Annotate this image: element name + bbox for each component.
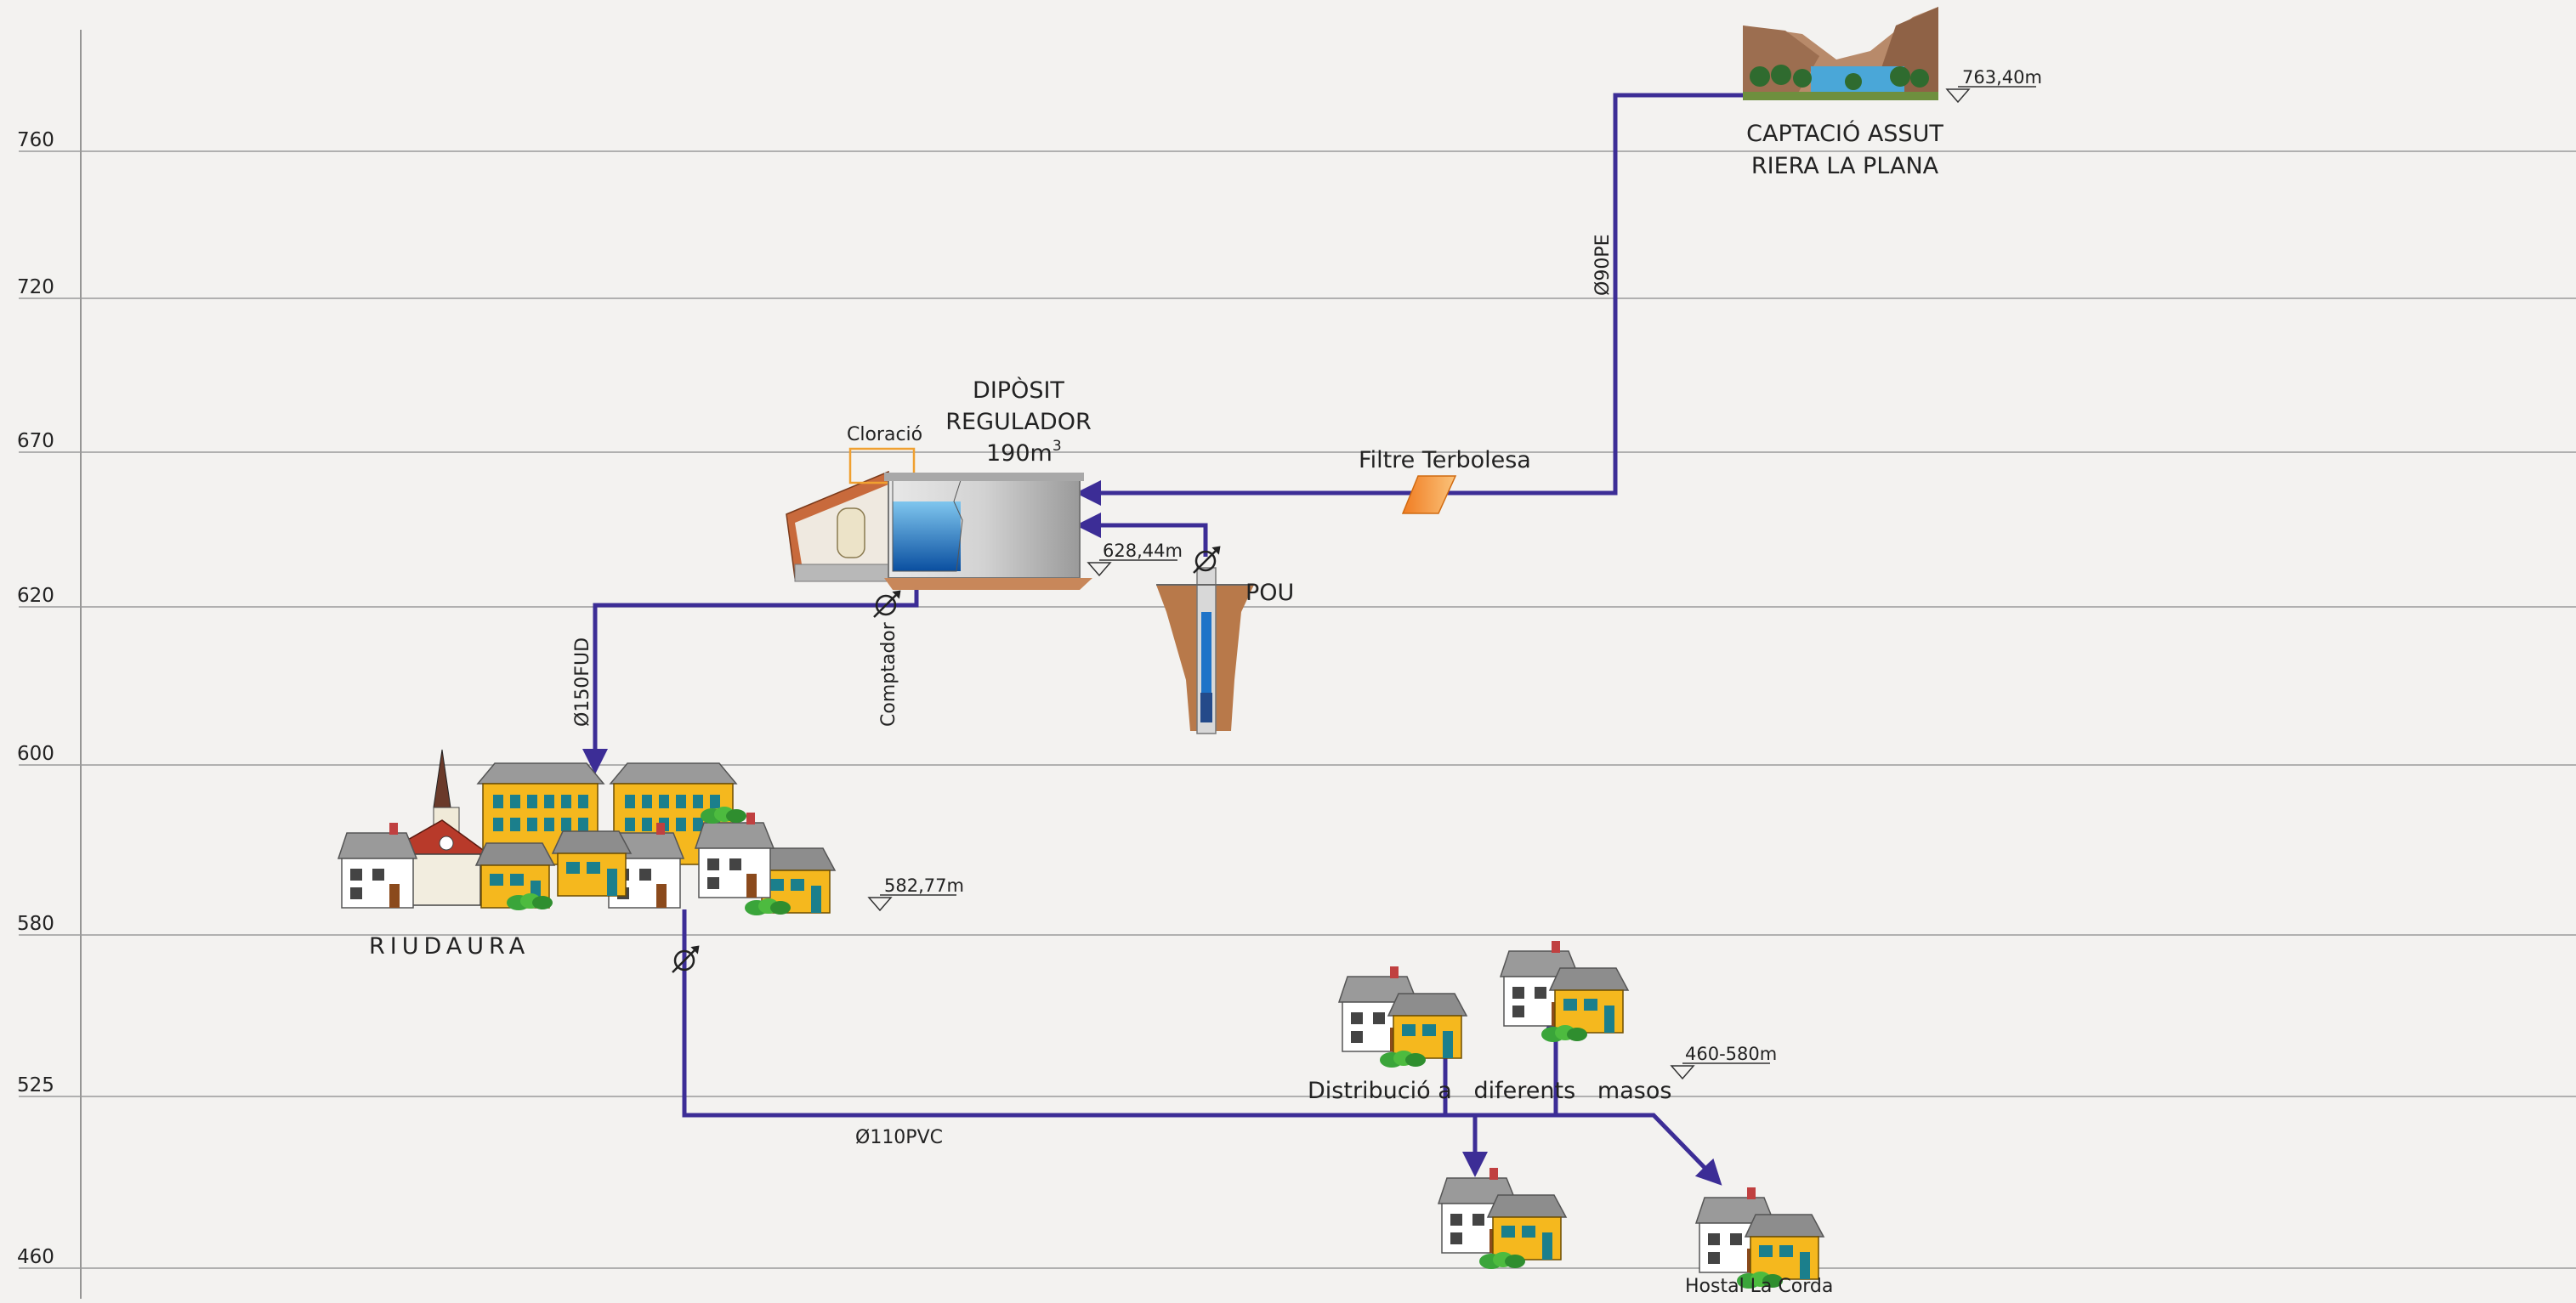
source-title-line1: CAPTACIÓ ASSUT [1746,120,1943,147]
tick-label: 720 [17,276,54,298]
pipe-distribution-main [682,909,1722,1186]
meter-symbol-town [672,945,700,973]
meter-label: Comptador [878,621,899,727]
well-label: POU [1245,580,1294,606]
tank-title-line1: DIPÒSIT [973,377,1064,404]
pipe-tank-to-town [582,578,919,774]
tank-capacity: 190m3 [986,438,1062,467]
filter-icon [1401,475,1457,514]
farm-group-1 [1339,966,1467,1068]
town-illustration [338,749,836,915]
source-elevation-marker: 763,40m [1945,67,2042,104]
chlorination-label: Cloració [847,424,922,445]
axis-tick-labels: 760 720 670 620 600 580 525 460 [17,129,54,1268]
source-illustration [1743,7,1938,100]
source-title-line2: RIERA LA PLANA [1751,153,1939,179]
pipe-well-to-tank [1075,513,1208,557]
town-elevation-marker: 582,77m [867,875,964,912]
distribution-elevation-marker: 460-580m [1670,1044,1777,1080]
town-elevation: 582,77m [884,875,964,896]
tank-capacity-sup: 3 [1053,438,1062,455]
tick-label: 460 [17,1246,54,1268]
distribution-label: Distribució a diferents masos [1308,1078,1671,1104]
tank-elevation-marker: 628,44m [1087,541,1183,577]
pipe-town-label: Ø150FUD [572,637,593,727]
tank-elevation: 628,44m [1103,541,1183,561]
tank-illustration [786,447,1092,590]
town-name: RIUDAURA [369,933,530,960]
well-illustration [1156,567,1254,734]
pipe-source-to-tank [1075,93,1777,506]
meter-symbol-tank [873,590,901,618]
chlorination-box [848,447,916,484]
farm-group-hostal [1696,1187,1824,1289]
tank-capacity-value: 190m [986,440,1053,467]
filter-label: Filtre Terbolesa [1359,447,1531,473]
meter-symbol-well [1193,546,1221,574]
tank-title-line2: REGULADOR [945,409,1091,435]
chlorine-tank-icon [837,507,865,558]
tick-label: 620 [17,585,54,607]
tick-label: 525 [17,1074,54,1096]
pipe-distribution-label: Ø110PVC [855,1127,943,1148]
pipe-source-label: Ø90PE [1592,235,1614,296]
distribution-elevation: 460-580m [1685,1044,1777,1064]
farm-group-3 [1438,1168,1566,1269]
grid-lines [19,150,2576,1269]
tick-label: 760 [17,129,54,151]
tick-label: 580 [17,913,54,935]
hostal-label: Hostal La Corda [1685,1276,1833,1297]
tick-label: 670 [17,430,54,452]
tick-label: 600 [17,743,54,765]
source-elevation: 763,40m [1962,67,2042,88]
farm-group-2 [1501,941,1628,1042]
